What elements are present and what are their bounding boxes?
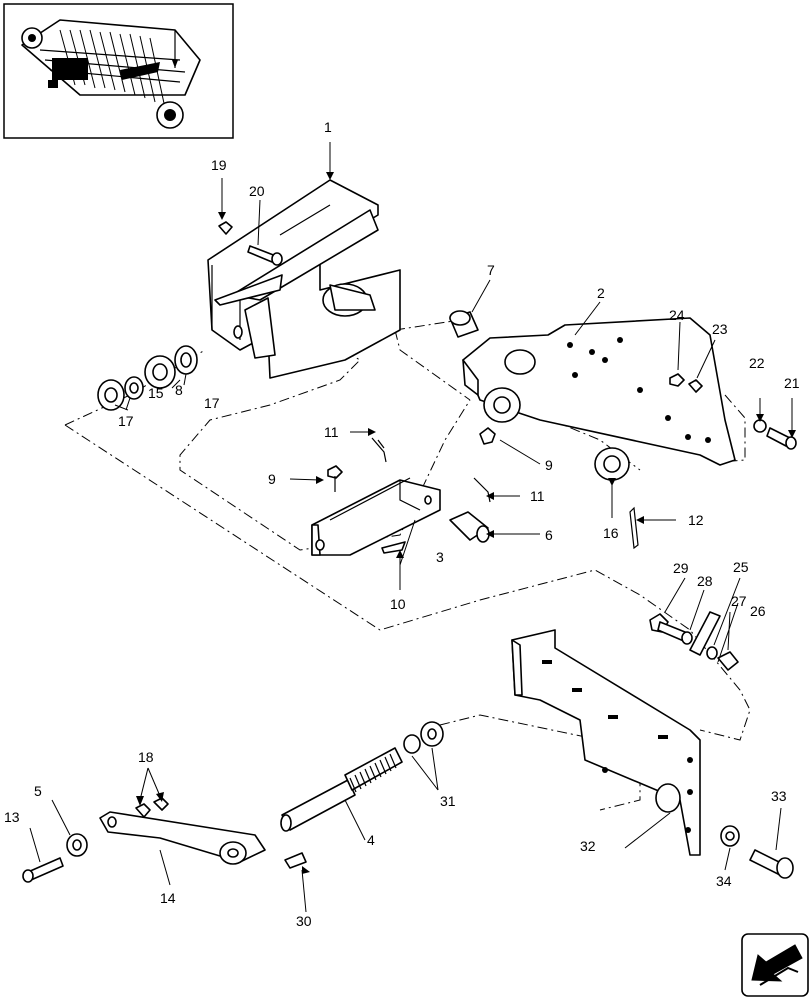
callout-23: 23 — [712, 321, 728, 337]
callout-1: 1 — [324, 119, 332, 135]
callout-19: 19 — [211, 157, 227, 173]
fasteners-lower — [649, 611, 739, 671]
callout-17b: 17 — [204, 395, 220, 411]
callout-30: 30 — [296, 913, 312, 929]
latch-part — [311, 477, 441, 556]
callout-6: 6 — [545, 527, 553, 543]
leader-lines — [29, 142, 793, 913]
callout-28: 28 — [697, 573, 713, 589]
callout-31: 31 — [440, 793, 456, 809]
callout-9b: 9 — [545, 457, 553, 473]
bushing-part — [449, 310, 479, 338]
pivot-pin-part — [449, 511, 490, 543]
callout-24: 24 — [669, 307, 685, 323]
fasteners-upper — [218, 221, 797, 492]
callout-labels: 1 2 3 4 5 6 7 8 9 9 10 11 11 12 13 14 15… — [4, 119, 800, 929]
callout-25: 25 — [733, 559, 749, 575]
callout-11a: 11 — [324, 424, 339, 440]
callout-12: 12 — [688, 512, 704, 528]
callout-20: 20 — [249, 183, 265, 199]
machine-overview-icon[interactable] — [3, 3, 234, 139]
callout-16: 16 — [603, 525, 619, 541]
callout-13: 13 — [4, 809, 20, 825]
frame-bracket-part — [511, 629, 701, 856]
callout-3: 3 — [436, 549, 444, 565]
callout-32: 32 — [580, 838, 596, 854]
callout-34: 34 — [716, 873, 732, 889]
callout-10: 10 — [390, 596, 406, 612]
callout-8: 8 — [175, 382, 183, 398]
callout-14: 14 — [160, 890, 176, 906]
callout-2: 2 — [597, 285, 605, 301]
callout-27: 27 — [731, 593, 747, 609]
callout-33: 33 — [771, 788, 787, 804]
callout-4: 4 — [367, 832, 375, 848]
callout-29: 29 — [673, 560, 689, 576]
callout-11b: 11 — [530, 488, 545, 504]
main-bracket-part — [207, 179, 401, 379]
bolt-nut-part — [720, 825, 794, 879]
callout-21: 21 — [784, 375, 800, 391]
callout-18: 18 — [138, 749, 154, 765]
arrow-heads — [136, 172, 796, 874]
spring-rod-part — [280, 721, 444, 832]
lever-part — [22, 797, 307, 883]
cotter-pin-part — [371, 437, 639, 550]
arm-plate-part — [462, 317, 736, 466]
callout-9a: 9 — [268, 471, 276, 487]
callout-15: 15 — [148, 385, 164, 401]
callout-26: 26 — [750, 603, 766, 619]
callout-17a: 17 — [118, 413, 134, 429]
bearing-stack-part — [97, 345, 198, 411]
callout-7: 7 — [487, 262, 495, 278]
callout-22: 22 — [749, 355, 765, 371]
callout-5: 5 — [34, 783, 42, 799]
next-page-arrow-icon[interactable] — [741, 933, 809, 997]
